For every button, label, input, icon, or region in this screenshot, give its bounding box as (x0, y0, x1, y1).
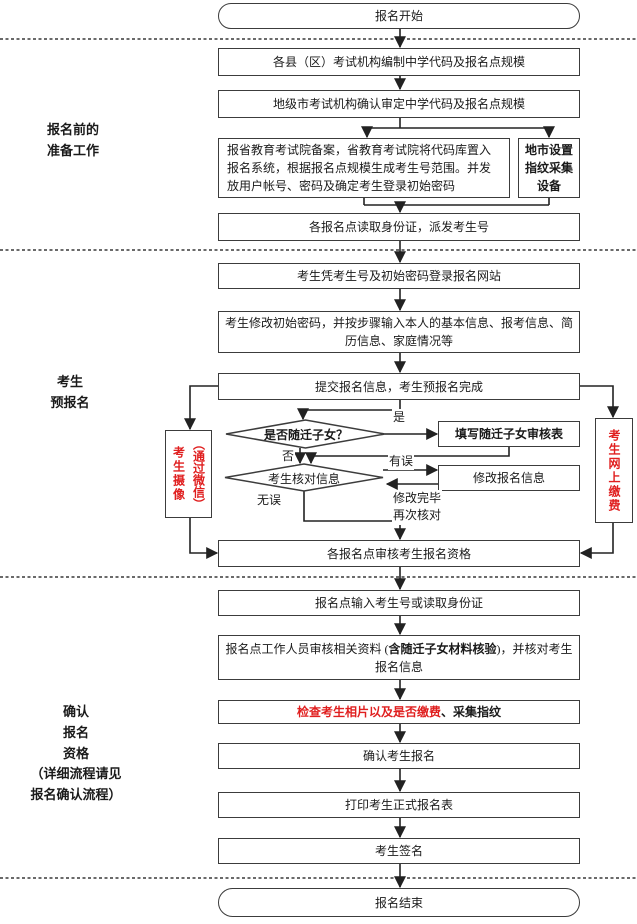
prep-box-idcard: 各报名点读取身份证，派发考生号 (218, 213, 580, 241)
staff-review-part3: )，并核对考生报名信息 (374, 641, 573, 674)
prereg-box-login: 考生凭考生号及初始密码登录报名网站 (218, 263, 580, 289)
edge-label-ok: 无误 (256, 492, 283, 510)
confirm-box-confirm-registration: 确认考生报名 (218, 743, 580, 769)
confirm-box-print-form: 打印考生正式报名表 (218, 792, 580, 818)
section-separators (0, 38, 637, 879)
staff-review-part1: 报名点工作人员审核相关资料 ( (225, 641, 389, 656)
decision-migrant-children-label: 是否随迁子女？ (263, 427, 348, 442)
start-terminator: 报名开始 (218, 3, 580, 29)
decision-verify-info-label: 考生核对信息 (267, 471, 340, 486)
staff-review-bold: 含随迁子女材料核验 (388, 641, 497, 656)
confirm-box-staff-review: 报名点工作人员审核相关资料 (含随迁子女材料核验)，并核对考生报名信息 (218, 635, 580, 680)
section-label-prep: 报名前的 准备工作 (46, 122, 99, 158)
confirm-box-signature: 考生签名 (218, 838, 580, 864)
diamond-migrant-shape (225, 419, 386, 449)
box-candidate-photo: 考生摄像 （通过微信） (165, 430, 212, 518)
candidate-photo-text: 考生摄像 (171, 446, 186, 502)
prep-box-fingerprint: 地市设置指纹采集设备 (518, 138, 580, 198)
edge-label-no: 否 (281, 448, 296, 466)
prereg-box-modify-password: 考生修改初始密码，并按步骤输入本人的基本信息、报考信息、简历信息、家庭情况等 (218, 311, 580, 353)
box-modify-info: 修改报名信息 (438, 465, 580, 491)
confirm-box-check-photo: 检查考生相片以及是否缴费、采集指纹 (218, 700, 580, 724)
edge-label-recheck: 修改完毕 再次核对 (392, 490, 443, 525)
prep-box-province: 报省教育考试院备案，省教育考试院将代码库置入报名系统，根据报名点规模生成考生号范… (218, 138, 510, 198)
check-photo-text: 检查考生相片以及是否缴费、采集指纹 (297, 703, 501, 721)
section-label-confirm: 确认 报名 资格 （详细流程请见 报名确认流程） (30, 704, 122, 803)
check-photo-red-text: 检查考生相片以及是否缴费 (296, 705, 441, 719)
diamond-verify-shape (224, 463, 384, 492)
prereg-box-submit: 提交报名信息，考生预报名完成 (218, 373, 580, 400)
prep-box-city: 地级市考试机构确认审定中学代码及报名点规模 (218, 90, 580, 118)
edge-label-error: 有误 (388, 453, 415, 471)
check-photo-black-text: 、采集指纹 (441, 705, 502, 719)
end-terminator: 报名结束 (218, 888, 580, 917)
box-review-qualification: 各报名点审核考生报名资格 (218, 540, 580, 567)
box-online-payment: 考生网上缴费 (595, 418, 633, 523)
prep-box-county: 各县（区）考试机构编制中学代码及报名点规模 (218, 48, 580, 76)
candidate-photo-via-wechat-text: （通过微信） (191, 438, 206, 510)
box-fill-migrant-form: 填写随迁子女审核表 (438, 421, 580, 447)
confirm-box-input-id: 报名点输入考生号或读取身份证 (218, 590, 580, 616)
section-label-prereg: 考生 预报名 (50, 374, 90, 410)
edge-label-yes: 是 (392, 409, 407, 427)
staff-review-text: 报名点工作人员审核相关资料 (含随迁子女材料核验)，并核对考生报名信息 (225, 640, 573, 676)
online-payment-text: 考生网上缴费 (607, 428, 621, 513)
